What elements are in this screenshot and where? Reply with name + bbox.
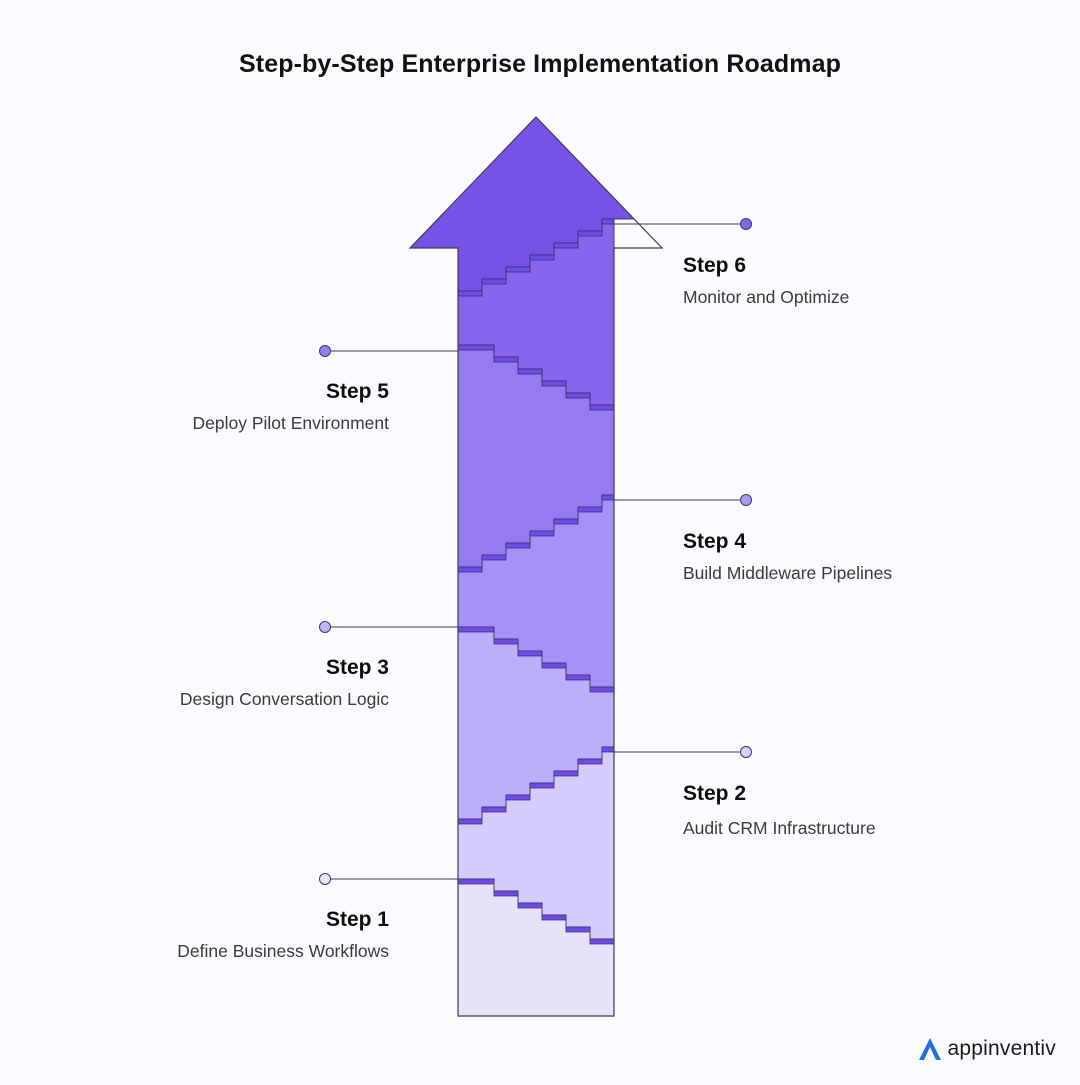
step-6-title: Step 6	[683, 254, 747, 277]
step-4-label: Step 4 Build Middleware Pipelines	[683, 529, 1013, 585]
step-1-label: Step 1 Define Business Workflows	[59, 907, 389, 963]
step-1-title: Step 1	[325, 908, 389, 931]
step-1-dot	[319, 873, 331, 885]
step-6-label: Step 6 Monitor and Optimize	[683, 253, 1013, 309]
brand-logo: appinventiv	[916, 1035, 1056, 1063]
step-2-dot	[740, 746, 752, 758]
brand-name: appinventiv	[947, 1037, 1056, 1060]
step-3-label: Step 3 Design Conversation Logic	[59, 655, 389, 711]
step-6-dot	[740, 218, 752, 230]
step-3-description: Design Conversation Logic	[179, 689, 389, 709]
step-5-description: Deploy Pilot Environment	[192, 413, 389, 433]
step-5-dot	[319, 345, 331, 357]
page-title: Step-by-Step Enterprise Implementation R…	[239, 50, 841, 78]
step-1-description: Define Business Workflows	[177, 941, 389, 961]
step-4-description: Build Middleware Pipelines	[683, 563, 893, 583]
staircase-5	[457, 344, 615, 422]
staircase-3	[457, 626, 615, 704]
step-2-label: Step 2 Audit CRM Infrastructure	[683, 781, 1013, 840]
step-5-label: Step 5 Deploy Pilot Environment	[59, 379, 389, 435]
step-4-dot	[740, 494, 752, 506]
step-4-title: Step 4	[683, 530, 747, 553]
staircase-6	[457, 218, 615, 297]
step-6-description: Monitor and Optimize	[683, 287, 850, 307]
step-3-title: Step 3	[325, 656, 389, 679]
step-2-title: Step 2	[683, 782, 747, 805]
logo-a-icon	[918, 1038, 941, 1060]
step-3-dot	[319, 621, 331, 633]
staircase-2	[457, 746, 615, 825]
step-2-description: Audit CRM Infrastructure	[683, 818, 876, 838]
step-5-title: Step 5	[325, 380, 389, 403]
staircase-4	[457, 494, 615, 573]
staircase-1	[457, 878, 615, 956]
arrow-outline	[408, 116, 664, 1017]
